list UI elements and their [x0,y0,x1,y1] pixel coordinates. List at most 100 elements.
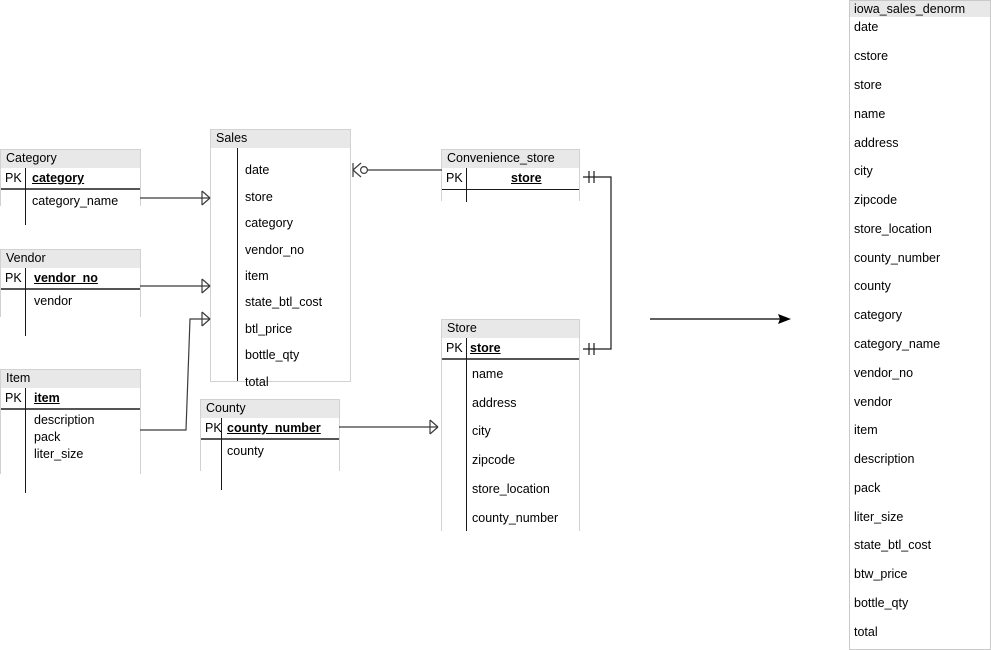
entity-convenience-store[interactable]: Convenience_store PK store [441,149,580,202]
column-divider [466,338,467,360]
entity-item-pk-row: PK item [1,388,140,410]
entity-vendor-pk-row: PK vendor_no [1,268,140,290]
entity-store[interactable]: Store PK store name address city zipcode… [441,319,580,531]
column-divider [466,190,467,202]
attribute-county: county [227,444,264,458]
entity-county-title: County [201,400,339,418]
denorm-column-list[interactable]: date cstore store name address city zipc… [849,17,991,650]
denorm-column-category-name: category_name [854,337,941,351]
denorm-column-address: address [854,136,899,150]
column-divider [466,168,467,190]
entity-category[interactable]: Category PK category category_name [0,149,141,225]
entity-store-title: Store [442,320,579,338]
denorm-column-btw-price: btw_price [854,567,908,581]
attribute-category-name: category_name [32,194,119,208]
pk-field-vendor-no: vendor_no [34,271,98,285]
pk-field-county-number: county_number [227,421,321,435]
denorm-column-zipcode: zipcode [854,193,898,207]
relationship-category-sales [140,190,211,206]
attribute-city: city [472,424,491,438]
entity-sales-title: Sales [211,130,350,148]
column-divider [221,440,222,490]
denorm-table-name: iowa_sales_denorm [854,2,966,16]
denorm-column-pack: pack [854,481,881,495]
entity-category-pk-row: PK category [1,168,140,190]
attribute-vendor-no: vendor_no [245,243,305,257]
column-divider [25,290,26,336]
denorm-column-total: total [854,625,878,639]
denorm-column-store: store [854,78,882,92]
relationship-county-store [339,419,439,435]
entity-store-pk-row: PK store [442,338,579,360]
entity-sales[interactable]: Sales date store category vendor_no item… [210,129,351,389]
column-divider [25,388,26,410]
denorm-column-liter-size: liter_size [854,510,904,524]
attribute-liter-size: liter_size [34,447,84,461]
attribute-date: date [245,163,270,177]
denorm-column-name: name [854,107,886,121]
attribute-store: store [245,190,273,204]
attribute-store-location: store_location [472,482,550,496]
denorm-column-vendor: vendor [854,395,893,409]
attribute-bottle-qty: bottle_qty [245,348,300,362]
column-divider [25,268,26,290]
denorm-column-category: category [854,308,902,322]
attribute-category: category [245,216,293,230]
denorm-column-vendor-no: vendor_no [854,366,914,380]
pk-field-store: store [470,341,501,355]
denorm-column-description: description [854,452,915,466]
denorm-column-cstore: cstore [854,49,889,63]
attribute-name: name [472,367,504,381]
entity-sales-attributes: date store category vendor_no item state… [211,148,350,389]
pk-badge: PK [446,171,463,185]
column-divider [221,418,222,440]
attribute-state-btl-cost: state_btl_cost [245,295,323,309]
pk-field-item: item [34,391,60,405]
denorm-column-county: county [854,279,891,293]
entity-county-attributes: county [201,440,339,490]
attribute-pack: pack [34,430,61,444]
denorm-column-store-location: store_location [854,222,932,236]
pk-badge: PK [205,421,222,435]
entity-convenience-store-pk-row: PK store [442,168,579,190]
denorm-column-state-btl-cost: state_btl_cost [854,538,932,552]
entity-item[interactable]: Item PK item description pack liter_size [0,369,141,493]
column-divider [237,148,238,381]
pk-badge: PK [5,391,22,405]
attribute-description: description [34,413,95,427]
entity-store-attributes: name address city zipcode store_location… [442,360,579,531]
column-divider [25,410,26,493]
entity-convenience-store-attributes [442,190,579,202]
denorm-column-date: date [854,20,879,34]
denorm-column-city: city [854,164,873,178]
relationship-convenience-store-store [583,171,612,355]
entity-county[interactable]: County PK county_number county [200,399,340,490]
attribute-address: address [472,396,517,410]
entity-vendor-attributes: vendor [1,290,140,336]
entity-vendor-title: Vendor [1,250,140,268]
attribute-county-number: county_number [472,511,559,525]
denorm-column-item: item [854,423,878,437]
relationship-vendor-sales [140,278,211,294]
attribute-zipcode: zipcode [472,453,516,467]
pk-badge: PK [446,341,463,355]
entity-category-attributes: category_name [1,190,140,225]
denorm-table-header: iowa_sales_denorm [849,0,991,17]
entity-convenience-store-title: Convenience_store [442,150,579,168]
transform-arrow-icon [650,314,791,324]
attribute-total: total [245,375,269,389]
pk-field-category: category [32,171,85,185]
relationship-sales-convenience-store [352,162,442,178]
entity-item-title: Item [1,370,140,388]
pk-badge: PK [5,171,22,185]
entity-vendor[interactable]: Vendor PK vendor_no vendor [0,249,141,336]
pk-field-store: store [511,171,542,185]
attribute-item: item [245,269,269,283]
entity-item-attributes: description pack liter_size [1,410,140,493]
denorm-column-bottle-qty: bottle_qty [854,596,909,610]
column-divider [25,190,26,225]
column-divider [466,360,467,531]
entity-category-title: Category [1,150,140,168]
denorm-column-county-number: county_number [854,251,941,265]
